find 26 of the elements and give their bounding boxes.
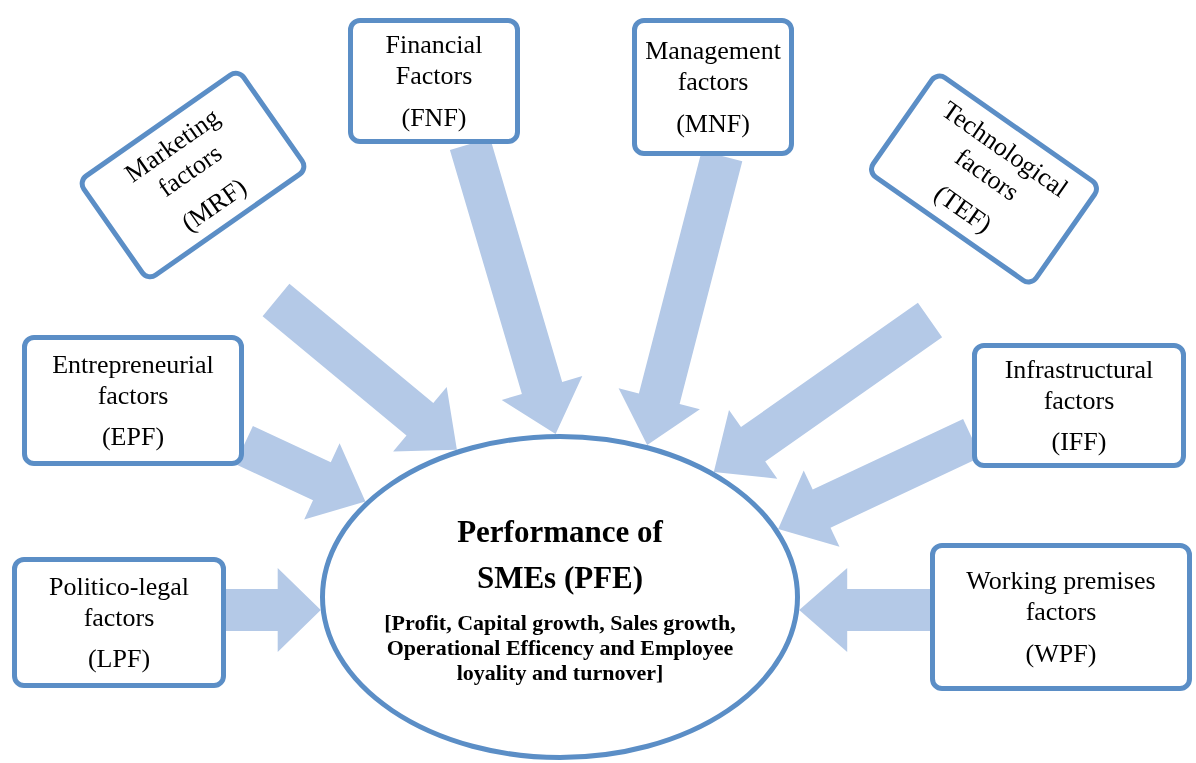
ellipse-title: Performance of SMEs (PFE): [456, 512, 664, 598]
factor-box: [972, 343, 1186, 468]
factor-label: (WPF): [1025, 637, 1097, 669]
factor-label: (MNF): [676, 107, 750, 139]
ellipse-description: [Profit, Capital growth, Sales growth, Operational Efficency and Employee loyality and turnover]: [383, 609, 737, 686]
factor-label: Working premises factors: [965, 565, 1157, 628]
factor-label: Financial Factors: [384, 29, 484, 92]
factor-label: Management factors: [644, 35, 782, 98]
factor-label: (FNF): [401, 101, 467, 133]
block-arrow: [713, 302, 943, 479]
performance-ellipse: [320, 434, 800, 760]
factor-box: [930, 543, 1192, 691]
factor-label: (IFF): [1051, 426, 1107, 458]
factor-label: Infrastructural factors: [1003, 353, 1155, 417]
factor-label: Entrepreneurial factors: [51, 348, 215, 412]
factor-box: [22, 335, 244, 466]
factor-box: [348, 18, 520, 144]
block-arrow: [262, 283, 457, 452]
block-arrow: [235, 426, 366, 520]
factor-box: [12, 557, 226, 688]
factor-label: (EPF): [101, 421, 165, 453]
factor-label: Politico-legal factors: [47, 570, 191, 634]
factor-label: (LPF): [87, 643, 151, 675]
block-arrow: [799, 568, 930, 652]
block-arrow: [226, 568, 321, 652]
factor-box: [632, 18, 794, 156]
